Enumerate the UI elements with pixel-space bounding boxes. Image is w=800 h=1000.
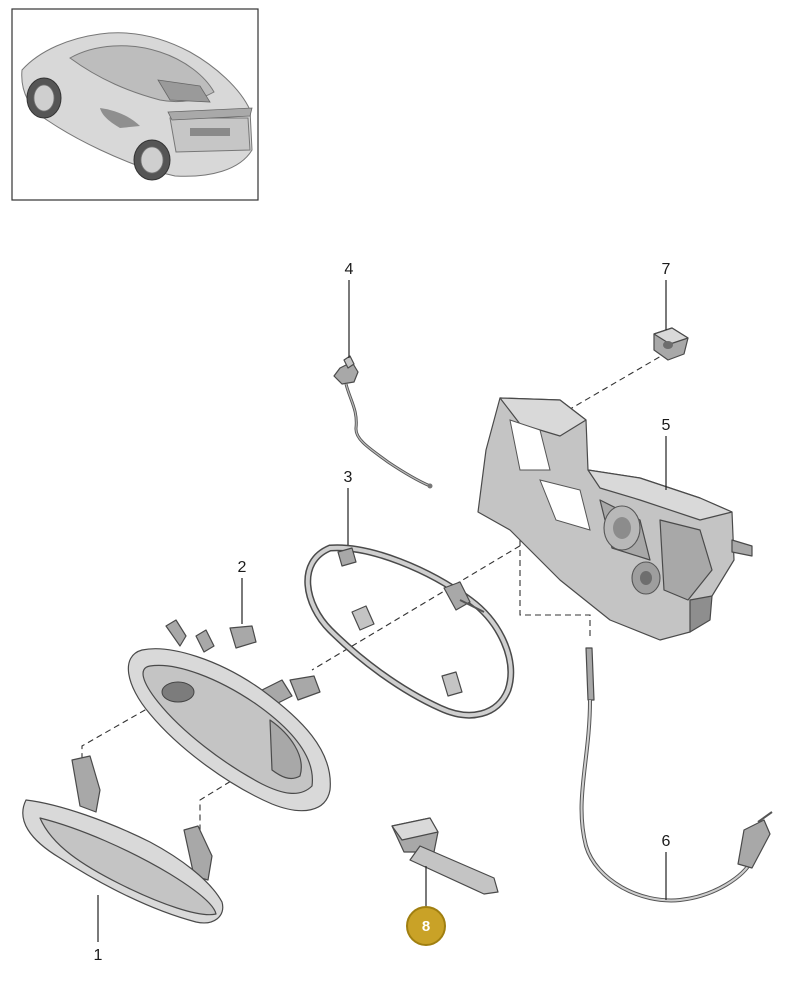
part-1-exterior-handle[interactable] [22,755,224,924]
part-4-wiring-harness[interactable] [333,355,433,489]
part-8-key-insert[interactable] [391,817,499,895]
vehicle-thumbnail[interactable] [11,8,259,201]
part-number-4[interactable]: 4 [345,261,354,278]
leader-lines [97,280,667,942]
part-5-carrier-housing[interactable] [477,397,753,641]
part-number-1[interactable]: 1 [94,947,103,964]
part-number-7[interactable]: 7 [662,261,671,278]
part-number-8-badge[interactable]: 8 [406,906,446,946]
part-7-cap[interactable] [653,327,689,361]
part-number-2[interactable]: 2 [238,559,247,576]
sports-car-thumbnail-icon [21,32,253,181]
highlight-badge-circle [406,906,446,946]
part-number-8[interactable]: 8 [422,918,430,935]
part-2-handle-bezel[interactable] [127,619,331,812]
part-3-seal-gasket[interactable] [304,544,515,719]
part-6-bowden-cable[interactable] [579,647,773,903]
part-number-labels: 4 7 5 3 2 1 6 [94,261,671,964]
part-number-6[interactable]: 6 [662,833,671,850]
part-number-3[interactable]: 3 [344,469,353,486]
part-number-5[interactable]: 5 [662,417,671,434]
